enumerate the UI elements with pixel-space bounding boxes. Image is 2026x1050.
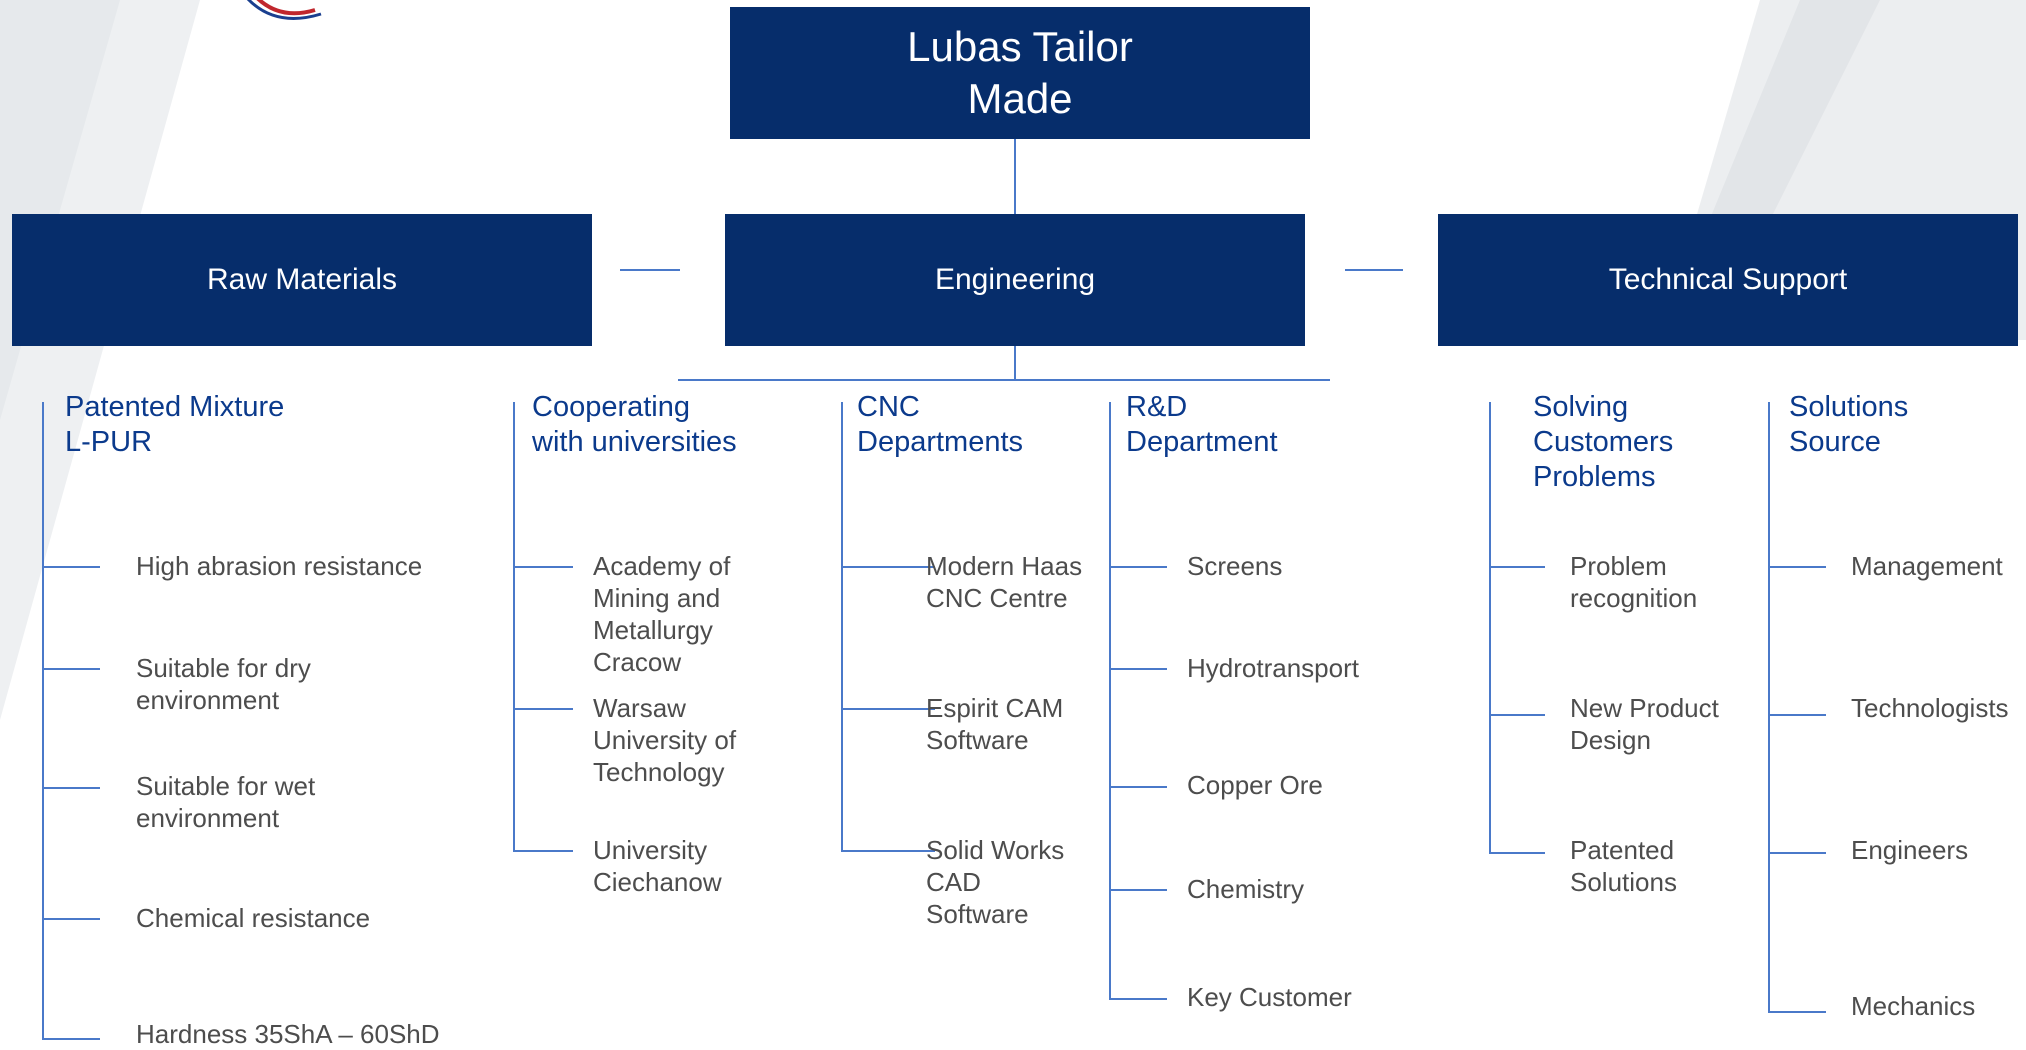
list-item: Management (1851, 551, 2003, 581)
list-item: Copper Ore (1187, 770, 1323, 800)
raw-materials-label: Raw Materials (206, 263, 398, 296)
connector-raw-engineering (620, 269, 680, 271)
list-item: High abrasion resistance (136, 551, 423, 581)
tree-branch (513, 708, 573, 710)
list-item: Espirit CAM Software (926, 693, 1064, 755)
tree-branch (841, 566, 935, 568)
list-item: Chemistry (1187, 874, 1305, 904)
tree-branch (1768, 714, 1826, 716)
tree-branch (1109, 786, 1167, 788)
group-title-cnc: CNC Departments (857, 391, 1024, 458)
raw-materials-node: Raw Materials (12, 214, 592, 346)
group-title-solutions-source: Solutions Source (1789, 391, 1909, 458)
connector-engineering-down (1014, 346, 1016, 380)
root-title: Lubas Tailor Made (907, 23, 1133, 122)
list-item: Modern Haas CNC Centre (926, 551, 1083, 613)
tree-branch (1768, 852, 1826, 854)
tree-trunk (513, 402, 515, 852)
tree-branch (513, 566, 573, 568)
connector-root-engineering (1014, 139, 1016, 214)
tree-branch (42, 918, 100, 920)
root-node: Lubas Tailor Made (730, 7, 1310, 139)
tree-branch (42, 566, 100, 568)
list-item: New Product Design (1570, 693, 1719, 755)
tree-branch (1768, 1011, 1826, 1013)
group-title-patented-mixture: Patented Mixture L-PUR (65, 391, 285, 458)
tree-branch (1489, 566, 1545, 568)
connector-engineering-bar (678, 379, 1330, 381)
tree-branch (42, 787, 100, 789)
engineering-label: Engineering (934, 263, 1096, 296)
group-title-universities: Cooperating with universities (532, 391, 737, 458)
group-title-rnd: R&D Department (1126, 391, 1278, 458)
tree-branch (1489, 714, 1545, 716)
technical-support-node: Technical Support (1438, 214, 2018, 346)
tree-branch (841, 708, 935, 710)
tree-branch (42, 668, 100, 670)
tree-trunk (841, 402, 843, 852)
tree-branch (1109, 889, 1167, 891)
list-item: Academy of Mining and Metallurgy Cracow (593, 551, 731, 677)
tree-trunk (1109, 402, 1111, 1000)
technical-support-label: Technical Support (1608, 263, 1848, 296)
list-item: Patented Solutions (1570, 835, 1677, 897)
list-item: Screens (1187, 551, 1283, 581)
tree-trunk (42, 402, 44, 1040)
engineering-node: Engineering (725, 214, 1305, 346)
company-logo (246, 0, 322, 20)
tree-branch (1109, 668, 1167, 670)
tree-branch (1768, 566, 1826, 568)
list-item: Hydrotransport (1187, 653, 1359, 683)
list-item: Problem recognition (1570, 551, 1698, 613)
tree-branch (1109, 998, 1167, 1000)
list-item: Hardness 35ShA – 60ShD (136, 1019, 440, 1049)
list-item: Mechanics (1851, 991, 1976, 1021)
list-item: Chemical resistance (136, 903, 371, 933)
list-item: Key Customer (1187, 982, 1352, 1012)
list-item: Solid Works CAD Software (926, 835, 1065, 929)
connector-engineering-support (1345, 269, 1403, 271)
tree-branch (1489, 852, 1545, 854)
list-item: Suitable for dry environment (136, 653, 311, 715)
tree-branch (513, 850, 573, 852)
list-item: Engineers (1851, 835, 1969, 865)
list-item: Technologists (1851, 693, 2009, 723)
tree-branch (42, 1038, 100, 1040)
tree-branch (1109, 566, 1167, 568)
group-title-solving: Solving Customers Problems (1533, 391, 1674, 493)
list-item: Warsaw University of Technology (593, 693, 737, 787)
tree-trunk (1768, 402, 1770, 1013)
tree-trunk (1489, 402, 1491, 854)
tree-branch (841, 850, 935, 852)
list-item: University Ciechanow (593, 835, 722, 897)
list-item: Suitable for wet environment (136, 771, 316, 833)
